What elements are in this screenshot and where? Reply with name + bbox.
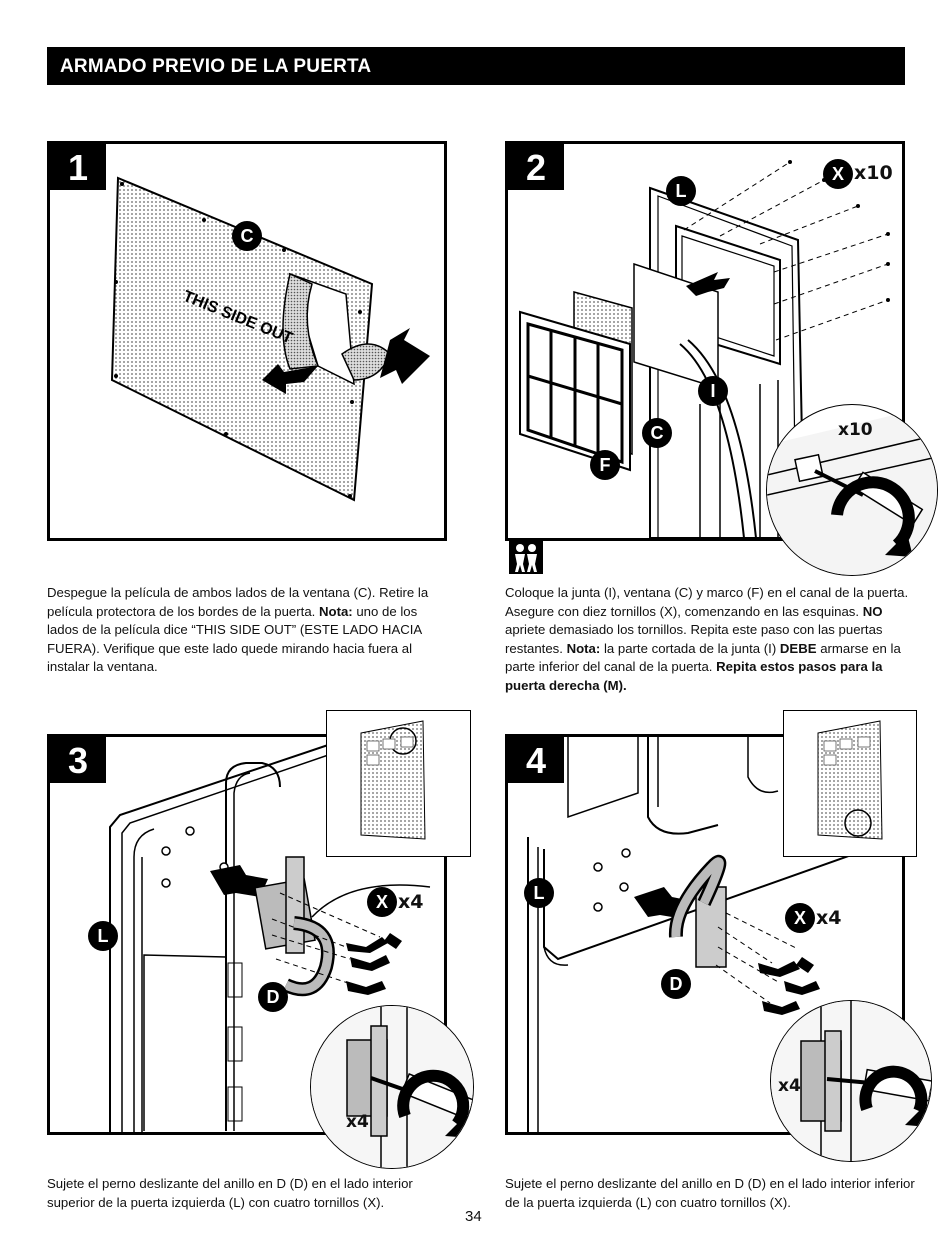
step-1-number: 1 xyxy=(50,144,106,190)
section-header: ARMADO PREVIO DE LA PUERTA xyxy=(47,47,905,85)
d-ring-bottom-illustration xyxy=(527,737,902,1132)
step-4-number: 4 xyxy=(508,737,564,783)
part-l-badge: L xyxy=(666,176,696,206)
part-d-badge: D xyxy=(661,969,691,999)
step-3-text: Sujete el perno deslizante del anillo en… xyxy=(47,1176,413,1210)
step-3-number: 3 xyxy=(50,737,106,783)
part-c-badge: C xyxy=(232,221,262,251)
step-2-text: Coloque la junta (I), ventana (C) y marc… xyxy=(505,585,909,693)
section-title: ARMADO PREVIO DE LA PUERTA xyxy=(60,56,372,77)
part-f-badge: F xyxy=(590,450,620,480)
screw-quantity: x10 xyxy=(854,162,893,184)
part-i-badge: I xyxy=(698,376,728,406)
push-arrow-icon xyxy=(210,865,268,897)
part-x-badge: X xyxy=(785,903,815,933)
part-l-badge: L xyxy=(524,878,554,908)
window-film-illustration: THIS SIDE OUT xyxy=(110,176,430,502)
step-2-zoom-detail xyxy=(766,404,938,576)
zoom-quantity: x4 xyxy=(346,1112,369,1132)
two-person-icon xyxy=(509,540,543,574)
step-3-zoom-detail xyxy=(310,1005,474,1169)
zoom-quantity: x4 xyxy=(778,1076,801,1096)
step-2-panel: 2 xyxy=(505,141,905,541)
part-x-badge: X xyxy=(367,887,397,917)
part-d-badge: D xyxy=(258,982,288,1012)
part-c-badge: C xyxy=(642,418,672,448)
step-4-zoom-detail xyxy=(770,1000,932,1162)
zoom-quantity: x10 xyxy=(838,420,873,440)
window-frame-assembly-illustration xyxy=(519,160,890,538)
step-1-text: Despegue la película de ambos lados de l… xyxy=(47,585,429,675)
part-x-badge: X xyxy=(823,159,853,189)
rotate-arrow-icon xyxy=(831,476,915,550)
screw-quantity: x4 xyxy=(398,891,424,913)
screw-quantity: x4 xyxy=(816,907,842,929)
step-3-location-inset xyxy=(326,710,471,857)
step-4-location-inset xyxy=(783,710,917,857)
step-1-panel: 1 THIS SIDE OUT C xyxy=(47,141,447,541)
page-number: 34 xyxy=(465,1208,482,1225)
d-ring-top-illustration xyxy=(109,740,431,1132)
part-l-badge: L xyxy=(88,921,118,951)
step-4-text: Sujete el perno deslizante del anillo en… xyxy=(505,1176,915,1210)
step-2-number: 2 xyxy=(508,144,564,190)
